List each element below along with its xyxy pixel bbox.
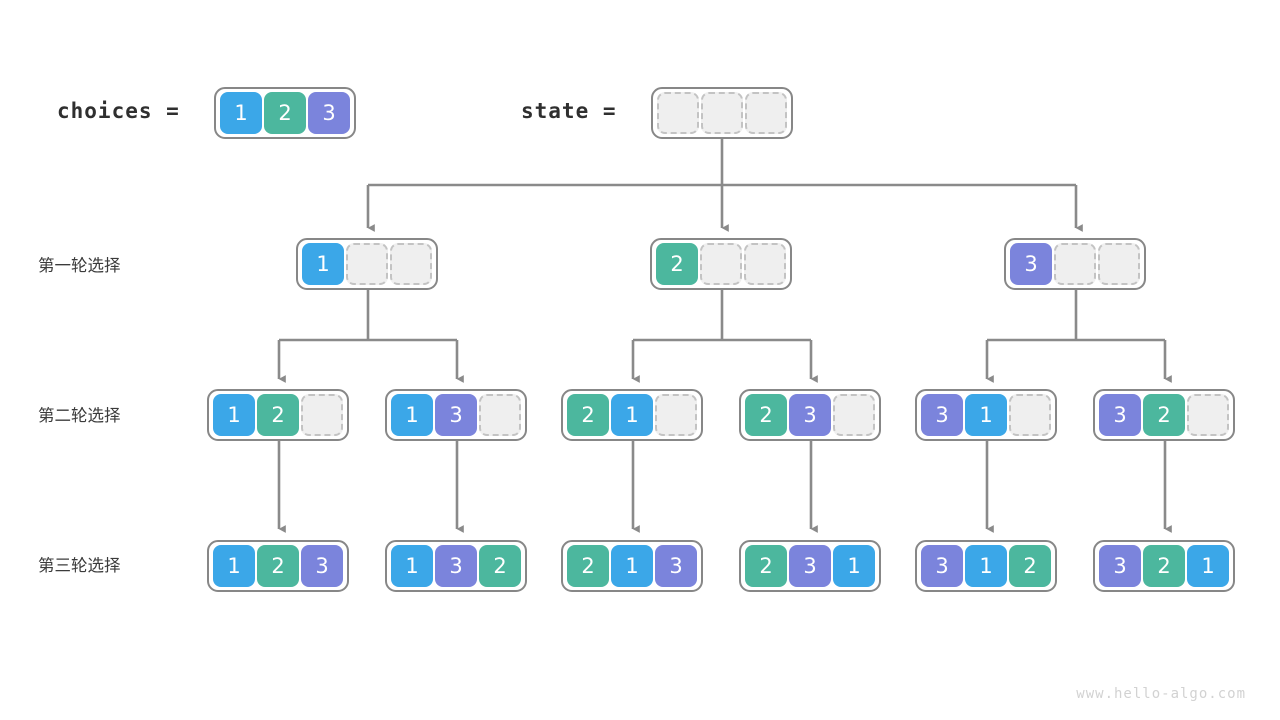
level1-node-3: 3	[1004, 238, 1146, 290]
level3-node-5-cell-2: 1	[965, 545, 1007, 587]
level3-node-2-cell-1: 1	[391, 545, 433, 587]
level3-node-4-cell-2: 3	[789, 545, 831, 587]
row-label-round-2: 第二轮选择	[38, 407, 121, 425]
level2-node-3-cell-2: 1	[611, 394, 653, 436]
level3-node-5-cell-3: 2	[1009, 545, 1051, 587]
level3-node-1-cell-3: 3	[301, 545, 343, 587]
level3-node-4-cell-1: 2	[745, 545, 787, 587]
level2-node-4-cell-2: 3	[789, 394, 831, 436]
state-cell-1	[657, 92, 699, 134]
choices-cell-1: 1	[220, 92, 262, 134]
state-label: state =	[521, 99, 617, 123]
state-cell-3	[745, 92, 787, 134]
level1-node-3-cell-2	[1054, 243, 1096, 285]
level2-node-5-cell-2: 1	[965, 394, 1007, 436]
level2-node-2-cell-3	[479, 394, 521, 436]
level2-node-2-cell-1: 1	[391, 394, 433, 436]
level1-node-2-cell-2	[700, 243, 742, 285]
level2-node-4-cell-3	[833, 394, 875, 436]
level2-node-6-cell-1: 3	[1099, 394, 1141, 436]
level2-node-6-cell-2: 2	[1143, 394, 1185, 436]
level2-node-5-cell-3	[1009, 394, 1051, 436]
level3-node-6-cell-1: 3	[1099, 545, 1141, 587]
row-label-round-1: 第一轮选择	[38, 257, 121, 275]
level2-node-3-cell-3	[655, 394, 697, 436]
state-array	[651, 87, 793, 139]
level1-node-1-cell-1: 1	[302, 243, 344, 285]
level1-node-2-cell-3	[744, 243, 786, 285]
level2-node-6-cell-3	[1187, 394, 1229, 436]
choices-cell-2: 2	[264, 92, 306, 134]
choices-label: choices =	[57, 99, 180, 123]
site-watermark: www.hello-algo.com	[1076, 686, 1246, 702]
level3-node-3-cell-2: 1	[611, 545, 653, 587]
level1-node-1-cell-3	[390, 243, 432, 285]
level1-node-2-cell-1: 2	[656, 243, 698, 285]
level1-node-2: 2	[650, 238, 792, 290]
choices-cell-3: 3	[308, 92, 350, 134]
level2-node-5-cell-1: 3	[921, 394, 963, 436]
level3-node-3-cell-1: 2	[567, 545, 609, 587]
level2-node-1-cell-2: 2	[257, 394, 299, 436]
level1-node-3-cell-3	[1098, 243, 1140, 285]
level3-node-4-cell-3: 1	[833, 545, 875, 587]
level3-node-6-cell-2: 2	[1143, 545, 1185, 587]
level2-node-2-cell-2: 3	[435, 394, 477, 436]
level3-node-5-cell-1: 3	[921, 545, 963, 587]
level1-node-3-cell-1: 3	[1010, 243, 1052, 285]
level2-node-1-cell-3	[301, 394, 343, 436]
state-cell-2	[701, 92, 743, 134]
level1-node-1-cell-2	[346, 243, 388, 285]
level3-node-2-cell-2: 3	[435, 545, 477, 587]
level3-node-2-cell-3: 2	[479, 545, 521, 587]
level3-node-1-cell-2: 2	[257, 545, 299, 587]
level2-node-3-cell-1: 2	[567, 394, 609, 436]
level3-node-1-cell-1: 1	[213, 545, 255, 587]
row-label-round-3: 第三轮选择	[38, 557, 121, 575]
level3-node-6-cell-3: 1	[1187, 545, 1229, 587]
level1-node-1: 1	[296, 238, 438, 290]
level2-node-1-cell-1: 1	[213, 394, 255, 436]
level3-node-3-cell-3: 3	[655, 545, 697, 587]
level2-node-4-cell-1: 2	[745, 394, 787, 436]
